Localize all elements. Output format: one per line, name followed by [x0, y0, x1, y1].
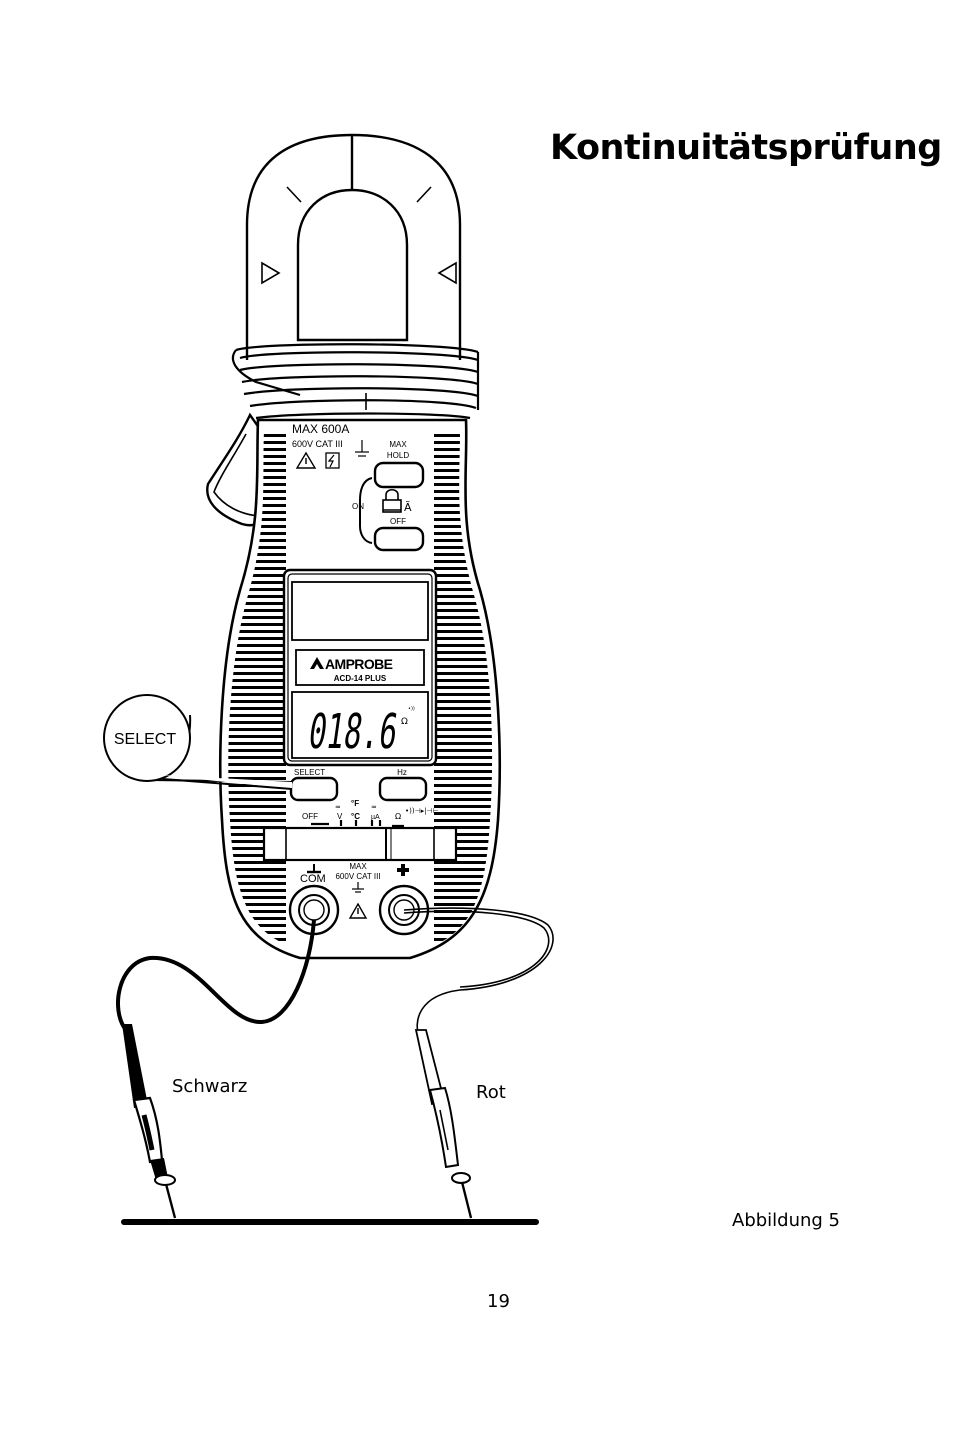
lcd-display	[291, 691, 429, 759]
select-button[interactable]	[289, 776, 339, 802]
figure-caption: Abbildung 5	[732, 1210, 841, 1231]
page-number: 19	[487, 1291, 510, 1312]
dial-temp-c: °C	[351, 812, 360, 821]
ground-jack-icon	[307, 864, 321, 874]
rating-label: 600V CAT III	[292, 439, 343, 449]
continuity-indicator-icon: •))	[408, 706, 415, 712]
black-test-lead	[116, 919, 316, 1219]
clamp-jaw	[245, 133, 462, 360]
dial-off: OFF	[302, 812, 318, 821]
brand-logo-icon	[310, 657, 324, 669]
warning-icon-2	[348, 902, 368, 919]
select-callout: SELECT	[103, 694, 293, 790]
lightning-icon	[325, 452, 340, 469]
plus-icon	[397, 864, 409, 876]
com-jack[interactable]	[288, 884, 340, 936]
warning-icon	[295, 451, 317, 469]
dial-temp-f: °F	[351, 799, 359, 808]
black-lead-label: Schwarz	[172, 1076, 248, 1097]
max-current-label: MAX 600A	[292, 422, 349, 436]
red-lead-label: Rot	[476, 1082, 506, 1103]
max-hold-label-1: MAX	[389, 440, 407, 449]
hz-button[interactable]	[378, 776, 428, 802]
red-test-lead	[403, 907, 554, 1219]
power-off-button[interactable]	[373, 526, 425, 552]
lock-icon	[382, 488, 402, 513]
rotary-slider[interactable]	[262, 826, 458, 862]
upper-window	[291, 581, 429, 641]
brand-name: AMPROBE	[325, 656, 393, 672]
on-label: ON	[352, 502, 364, 511]
ground-icon	[355, 440, 369, 457]
clamp-collar	[231, 343, 480, 420]
tilde-icon: ~	[342, 413, 352, 427]
amp-icon: Ã	[404, 501, 412, 514]
dial-track	[311, 820, 404, 828]
power-switch-bracket	[359, 477, 373, 544]
brand-plate	[295, 649, 425, 686]
com-label: COM	[300, 873, 326, 885]
jack-rating-label: 600V CAT III	[335, 872, 380, 881]
dial-ua: µA	[371, 814, 380, 821]
jack-max-label: MAX	[349, 862, 367, 871]
max-hold-button[interactable]	[373, 461, 425, 489]
callout-text: SELECT	[114, 731, 176, 748]
diode-icon: •))⊣▸|⊣⊢	[405, 807, 439, 815]
ground-icon-2	[352, 882, 364, 893]
max-hold-label-2: HOLD	[387, 451, 409, 460]
model-name: ACD-14 PLUS	[334, 674, 387, 683]
dial-ohm: Ω	[395, 812, 401, 821]
hz-label: Hz	[397, 768, 407, 777]
page-title: Kontinuitätsprüfung	[550, 128, 942, 168]
off-label: OFF	[390, 517, 406, 526]
ac-dc-icon-2: ≂	[371, 803, 377, 811]
lcd-unit: Ω	[401, 717, 408, 727]
ac-dc-icon: ≂	[335, 803, 341, 811]
dial-v: V	[337, 812, 343, 821]
select-label: SELECT	[294, 768, 325, 777]
lcd-reading: 018.6	[305, 704, 401, 760]
